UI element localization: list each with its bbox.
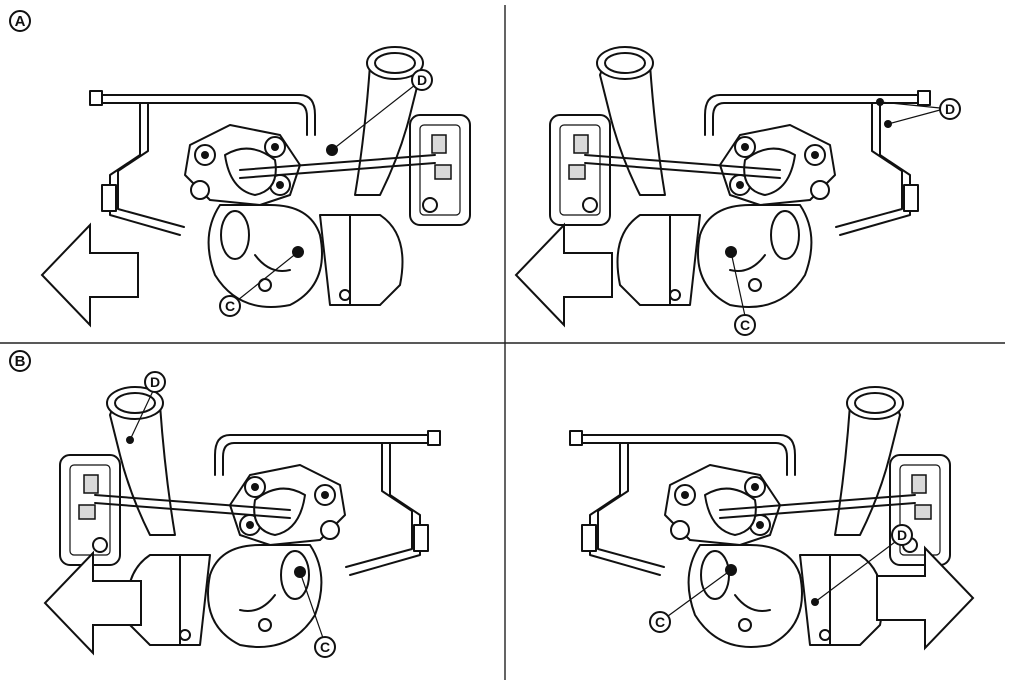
section-a-label: A (15, 13, 26, 30)
callout-c-b-left: C (294, 566, 336, 658)
callout-c-label: C (225, 298, 235, 314)
callout-c-label: C (320, 639, 330, 655)
section-b-marker: B (9, 350, 31, 372)
callout-d-label: D (945, 101, 955, 117)
callout-d-b-right: D (811, 524, 913, 606)
callout-d-label: D (897, 527, 907, 543)
callout-c-label: C (655, 614, 665, 630)
callout-c-a-left: C (219, 246, 304, 317)
callout-d-a-right: D (876, 98, 961, 128)
direction-arrow-a-left (40, 222, 139, 328)
direction-arrow-a-right (514, 222, 613, 328)
callout-d-label: D (417, 72, 427, 88)
callout-d-label: D (150, 374, 160, 390)
section-b-label: B (15, 353, 26, 370)
callout-c-a-right: C (725, 246, 756, 336)
callout-c-label: C (740, 317, 750, 333)
callout-d-b-left: D (126, 371, 166, 444)
callout-d-a-left: D (326, 69, 433, 156)
direction-arrow-b-left (43, 550, 142, 656)
section-a-marker: A (9, 10, 31, 32)
direction-arrow-b-right (876, 545, 975, 651)
callout-c-b-right: C (649, 564, 737, 633)
